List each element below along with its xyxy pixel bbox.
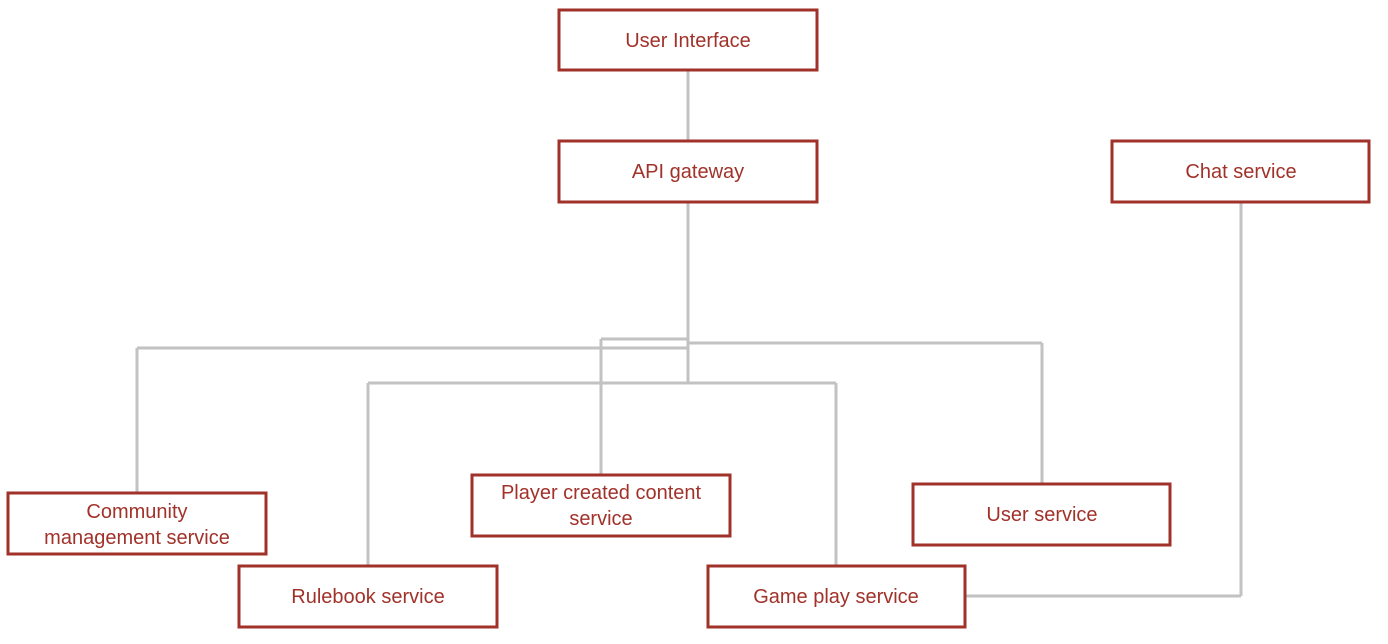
node-label: Community management service xyxy=(44,501,230,549)
node-label: Player created content service xyxy=(501,482,702,530)
node-label-line: Player created content xyxy=(501,482,702,504)
node-label: API gateway xyxy=(632,161,744,183)
nodes: User Interface API gateway Chat service … xyxy=(6,8,1371,629)
node-label: Rulebook service xyxy=(291,586,444,608)
node-label: Game play service xyxy=(753,586,919,608)
node-label-line: Rulebook service xyxy=(291,586,444,608)
node-player-created-content-service[interactable]: Player created content service xyxy=(470,473,732,538)
node-label-line: User service xyxy=(986,504,1097,526)
node-label: User service xyxy=(986,504,1097,526)
node-label-line: management service xyxy=(44,527,230,549)
node-label-line: Chat service xyxy=(1185,161,1296,183)
node-game-play-service[interactable]: Game play service xyxy=(706,564,967,629)
node-user-interface[interactable]: User Interface xyxy=(557,8,819,72)
node-api-gateway[interactable]: API gateway xyxy=(557,139,819,204)
connectors xyxy=(135,71,1243,598)
node-label: Chat service xyxy=(1185,161,1296,183)
node-label-line: Community xyxy=(86,501,187,523)
node-rulebook-service[interactable]: Rulebook service xyxy=(237,564,499,629)
node-community-management-service[interactable]: Community management service xyxy=(6,491,268,556)
node-user-service[interactable]: User service xyxy=(911,482,1172,547)
node-label-line: API gateway xyxy=(632,161,744,183)
node-label-line: Game play service xyxy=(753,586,919,608)
node-label-line: User Interface xyxy=(625,30,751,52)
node-chat-service[interactable]: Chat service xyxy=(1110,139,1371,204)
node-label-line: service xyxy=(569,508,632,530)
node-label: User Interface xyxy=(625,30,751,52)
